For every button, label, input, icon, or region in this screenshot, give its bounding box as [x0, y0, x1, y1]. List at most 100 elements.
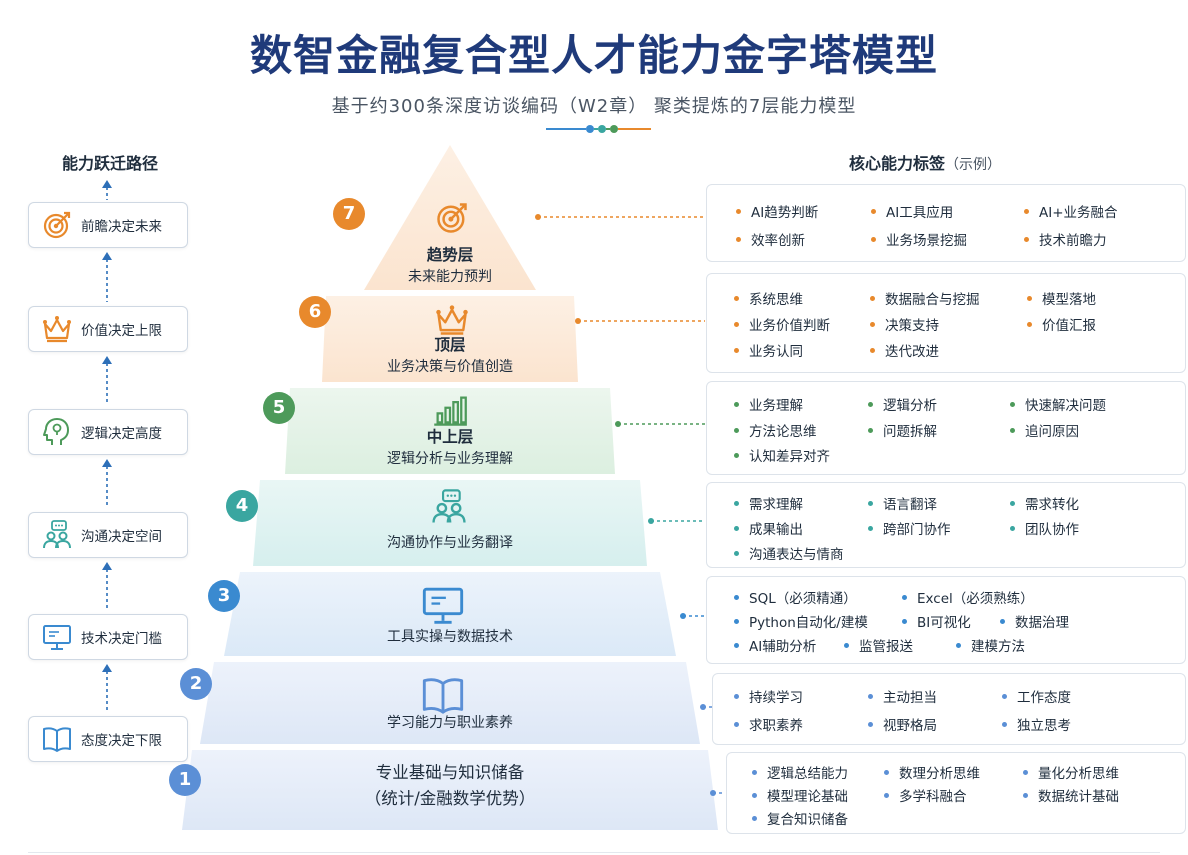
tag-item: 监管报送: [844, 635, 913, 655]
connector-dot: [535, 214, 541, 220]
monitor-icon: [420, 582, 466, 632]
path-step-label: 技术决定门槛: [81, 631, 162, 647]
path-step-label: 逻辑决定高度: [81, 426, 162, 442]
bullet-icon: [734, 427, 739, 433]
path-step-label: 前瞻决定未来: [81, 219, 162, 235]
layer-label: 中上层逻辑分析与业务理解: [320, 426, 580, 470]
tag-item: 业务场景挖掘: [871, 229, 967, 249]
tag-item: 建模方法: [956, 635, 1025, 655]
tag-label: 系统思维: [749, 292, 803, 308]
tag-label: 复合知识储备: [767, 812, 848, 828]
bullet-icon: [1024, 208, 1029, 214]
tag-item: SQL（必须精通）: [734, 587, 857, 607]
bullet-icon: [868, 525, 873, 531]
connector-dot: [710, 790, 716, 796]
tag-label: 业务认同: [749, 344, 803, 360]
people-chat-icon: [41, 519, 73, 551]
bullet-icon: [1027, 295, 1032, 301]
path-title: 能力跃迁路径: [61, 154, 158, 173]
connector-dot: [575, 318, 581, 324]
tag-label: 工作态度: [1017, 690, 1071, 706]
tags-title-note: （示例）: [945, 157, 1001, 173]
layer-number-badge: 5: [263, 392, 295, 424]
tag-label: 业务理解: [749, 398, 803, 414]
book-icon: [420, 672, 466, 722]
tag-label: 量化分析思维: [1038, 766, 1119, 782]
path-step: 技术决定门槛: [28, 614, 188, 660]
bullet-icon: [868, 427, 873, 433]
path-step: 逻辑决定高度: [28, 409, 188, 455]
tag-item: 数据治理: [1000, 611, 1069, 631]
tag-label: 建模方法: [971, 639, 1025, 655]
tag-label: 求职素养: [749, 718, 803, 734]
path-step-label: 沟通决定空间: [81, 529, 162, 545]
tag-item: 成果输出: [734, 518, 803, 538]
bullet-icon: [734, 321, 739, 327]
bullet-icon: [956, 642, 961, 648]
tag-label: 多学科融合: [899, 789, 967, 805]
bullet-icon: [1027, 321, 1032, 327]
tag-item: 数理分析思维: [884, 762, 980, 782]
tag-item: AI+业务融合: [1024, 201, 1118, 221]
tag-item: 需求转化: [1010, 493, 1079, 513]
layer-subtitle: 沟通协作与业务翻译: [387, 535, 513, 551]
up-arrow-icon: [100, 560, 114, 614]
target-icon: [41, 209, 73, 241]
path-step-label: 态度决定下限: [81, 733, 162, 749]
bullet-icon: [734, 693, 739, 699]
tag-item: 效率创新: [736, 229, 805, 249]
tag-label: 认知差异对齐: [749, 449, 830, 465]
tag-item: 认知差异对齐: [734, 445, 830, 465]
tag-label: 追问原因: [1025, 424, 1079, 440]
bottom-divider: [28, 852, 1160, 853]
monitor-icon: [41, 621, 73, 653]
bullet-icon: [1024, 236, 1029, 242]
bullet-icon: [734, 401, 739, 407]
tag-item: AI辅助分析: [734, 635, 816, 655]
layer-title: 中上层: [426, 428, 474, 446]
tag-box-layer-3: [706, 576, 1186, 664]
tag-item: 语言翻译: [868, 493, 937, 513]
bullet-icon: [734, 721, 739, 727]
tag-label: 成果输出: [749, 522, 803, 538]
bullet-icon: [752, 815, 757, 821]
tag-label: 数据统计基础: [1038, 789, 1119, 805]
bullet-icon: [1002, 721, 1007, 727]
bullet-icon: [736, 236, 741, 242]
bullet-icon: [734, 347, 739, 353]
layer-subtitle: 业务决策与价值创造: [387, 359, 513, 375]
tag-item: BI可视化: [902, 611, 971, 631]
page-subtitle: 基于约300条深度访谈编码（W2章） 聚类提炼的7层能力模型: [331, 96, 857, 117]
bullet-icon: [868, 401, 873, 407]
bullet-icon: [1000, 618, 1005, 624]
layer-number-badge: 2: [180, 668, 212, 700]
tag-box-layer-5: [706, 381, 1186, 475]
up-arrow-icon: [100, 662, 114, 716]
tag-item: 需求理解: [734, 493, 803, 513]
layer-title: 顶层: [434, 336, 466, 354]
tag-label: 技术前瞻力: [1039, 233, 1107, 249]
bullet-icon: [871, 236, 876, 242]
tag-label: 数理分析思维: [899, 766, 980, 782]
tag-item: 主动担当: [868, 686, 937, 706]
bullet-icon: [734, 642, 739, 648]
bar-chart-icon: [432, 392, 468, 432]
bullet-icon: [752, 792, 757, 798]
layer-title: 趋势层: [426, 246, 474, 264]
layer-label: 工具实操与数据技术: [300, 626, 600, 648]
layer-number-badge: 1: [169, 764, 201, 796]
layer-label: 专业基础与知识储备（统计/金融数学优势）: [290, 760, 610, 812]
tag-label: 主动担当: [883, 690, 937, 706]
tag-box-layer-2: [712, 673, 1186, 745]
tag-item: 迭代改进: [870, 340, 939, 360]
tag-item: 多学科融合: [884, 785, 967, 805]
bullet-icon: [868, 721, 873, 727]
bullet-icon: [902, 594, 907, 600]
bullet-icon: [734, 594, 739, 600]
layer-subtitle: 学习能力与职业素养: [387, 715, 513, 731]
tag-label: AI工具应用: [886, 205, 954, 221]
layer-label: 趋势层未来能力预判: [350, 244, 550, 288]
tag-box-layer-7: [706, 184, 1186, 262]
bullet-icon: [1023, 769, 1028, 775]
bullet-icon: [884, 769, 889, 775]
